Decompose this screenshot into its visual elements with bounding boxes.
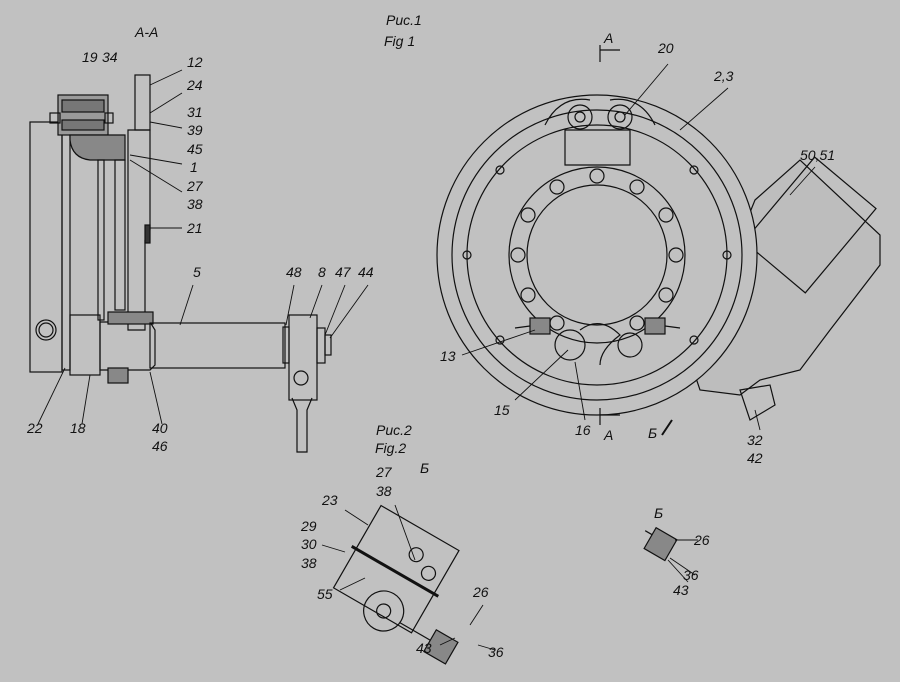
detail-view-mark: Б bbox=[654, 505, 664, 521]
callout: 8 bbox=[318, 264, 326, 280]
callout: 23 bbox=[322, 492, 338, 508]
callout: 27 bbox=[187, 178, 203, 194]
callout: 20 bbox=[658, 40, 674, 56]
fig2-bracket-view bbox=[332, 504, 460, 665]
brake-drum-view bbox=[436, 45, 881, 436]
callout: 22 bbox=[27, 420, 43, 436]
callout: 19 bbox=[82, 49, 98, 65]
callout: 48 bbox=[286, 264, 302, 280]
callout: 26 bbox=[694, 532, 710, 548]
callout: 45 bbox=[187, 141, 203, 157]
callout: 5 bbox=[193, 264, 201, 280]
callout: 1 bbox=[190, 159, 198, 175]
detail-b bbox=[643, 526, 678, 562]
callout: 21 bbox=[187, 220, 203, 236]
section-mark-top: А bbox=[604, 30, 614, 46]
callout: 36 bbox=[488, 644, 504, 660]
callout: 34 bbox=[102, 49, 118, 65]
fig2-caption-en: Fig.2 bbox=[375, 440, 407, 456]
callout: 38 bbox=[187, 196, 203, 212]
callout: 47 bbox=[335, 264, 351, 280]
fig2-caption-ru: Рис.2 bbox=[376, 422, 412, 438]
callout: 44 bbox=[358, 264, 374, 280]
callout: 36 bbox=[683, 567, 699, 583]
callout: 31 bbox=[187, 104, 203, 120]
callout: 43 bbox=[673, 582, 689, 598]
callout: 2,3 bbox=[714, 68, 734, 84]
section-mark-bottom: А bbox=[604, 427, 614, 443]
callout: 26 bbox=[473, 584, 489, 600]
callout: 43 bbox=[416, 640, 432, 656]
callout: 12 bbox=[187, 54, 203, 70]
callout: 29 bbox=[301, 518, 317, 534]
callout: 27 bbox=[376, 464, 392, 480]
callout: 40 bbox=[152, 420, 168, 436]
callout: 15 bbox=[494, 402, 510, 418]
callout: 55 bbox=[317, 586, 333, 602]
leader-lines bbox=[37, 63, 816, 431]
section-title: А-А bbox=[135, 24, 159, 40]
fig1-caption-ru: Рис.1 bbox=[386, 12, 422, 28]
callout: 30 bbox=[301, 536, 317, 552]
callout: 38 bbox=[301, 555, 317, 571]
callout: 24 bbox=[187, 77, 203, 93]
fig2-view-mark: Б bbox=[420, 460, 430, 476]
callout: 46 bbox=[152, 438, 168, 454]
callout: 32 bbox=[747, 432, 763, 448]
bolt-circle bbox=[462, 165, 732, 345]
fig1-caption-en: Fig 1 bbox=[384, 33, 416, 49]
view-mark-b: Б bbox=[648, 425, 658, 441]
section-view-aa bbox=[29, 74, 332, 453]
callout: 38 bbox=[376, 483, 392, 499]
callout: 42 bbox=[747, 450, 763, 466]
callout: 13 bbox=[440, 348, 456, 364]
callout: 50,51 bbox=[800, 147, 836, 163]
callout: 39 bbox=[187, 122, 203, 138]
callout: 18 bbox=[70, 420, 86, 436]
callout: 16 bbox=[575, 422, 591, 438]
